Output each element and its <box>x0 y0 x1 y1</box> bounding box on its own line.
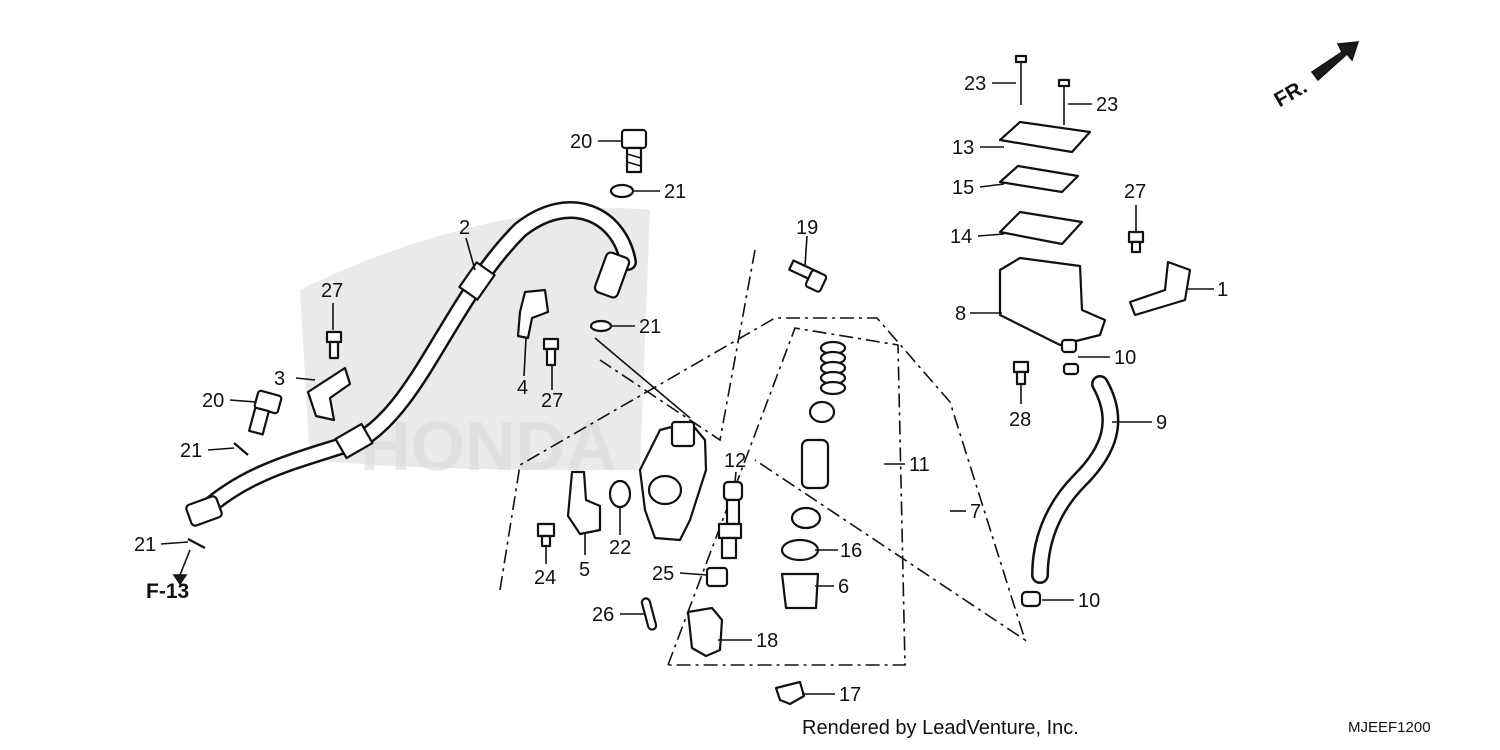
circlip <box>780 538 820 562</box>
callout-25: 25 <box>652 563 674 585</box>
front-label: FR. <box>1270 75 1311 112</box>
bolt-27-right <box>1127 230 1145 254</box>
hose-clip-top <box>1060 338 1078 354</box>
assembly-group-boundary <box>499 317 1027 642</box>
hose-clip-bottom <box>1020 590 1042 608</box>
callout-24: 24 <box>534 567 556 589</box>
spring <box>819 340 847 396</box>
bolt-27-mid <box>542 337 560 367</box>
lock-nut <box>705 566 729 588</box>
callout-labels: 1 2 3 4 5 6 7 8 9 10 10 11 12 13 14 15 1… <box>134 73 1228 706</box>
callout-1: 1 <box>1217 279 1228 301</box>
diagram-code: MJEEF1200 <box>1348 719 1431 736</box>
bolt-27-left <box>325 330 343 360</box>
banjo-bolt-top <box>620 128 648 174</box>
callout-16: 16 <box>840 540 862 562</box>
callout-26: 26 <box>592 604 614 626</box>
sealing-washer-mid <box>589 319 613 333</box>
bolt-group-boundary <box>599 249 756 442</box>
callout-5: 5 <box>579 559 590 581</box>
reference-label: F-13 <box>146 580 189 603</box>
leader-lines <box>160 82 1214 695</box>
bolt-24 <box>536 522 556 548</box>
reservoir-screw-2 <box>1057 78 1071 125</box>
callout-20-top: 20 <box>570 131 592 153</box>
banjo-bolt-left <box>248 389 283 436</box>
callout-4: 4 <box>517 377 528 399</box>
callout-10-top: 10 <box>1114 347 1136 369</box>
o-ring <box>608 479 632 509</box>
callout-21-left: 21 <box>180 440 202 462</box>
callout-19: 19 <box>796 217 818 239</box>
callout-13: 13 <box>952 137 974 159</box>
callout-21-top: 21 <box>664 181 686 203</box>
secondary-cup <box>790 506 822 530</box>
callout-14: 14 <box>950 226 972 248</box>
cylinder-bore <box>647 474 683 506</box>
callout-11: 11 <box>909 454 930 476</box>
pivot-bolt <box>788 259 828 293</box>
callout-3: 3 <box>274 368 285 390</box>
reservoir-hose <box>1031 375 1120 584</box>
callout-27-left: 27 <box>321 280 343 302</box>
callout-28: 28 <box>1009 409 1031 431</box>
hose-guide <box>516 288 550 340</box>
bolt-28 <box>1012 360 1030 386</box>
callout-22: 22 <box>609 537 631 559</box>
cotter-pin <box>640 597 658 631</box>
hose-clamp <box>306 366 352 422</box>
hose-joint <box>566 470 602 536</box>
primary-cup <box>808 400 836 424</box>
reservoir-stay <box>1128 260 1192 317</box>
brake-hose <box>185 201 637 527</box>
callout-27-right: 27 <box>1124 181 1146 203</box>
diaphragm-plate <box>998 164 1080 194</box>
push-rod-joint <box>686 606 724 658</box>
callout-6: 6 <box>838 576 849 598</box>
callout-23-left: 23 <box>964 73 986 95</box>
push-rod <box>717 480 744 560</box>
boot <box>780 572 820 610</box>
callout-12: 12 <box>724 450 746 472</box>
callout-15: 15 <box>952 177 974 199</box>
washer-bottom <box>187 538 206 549</box>
callout-7: 7 <box>970 501 981 523</box>
cylinder-inlet <box>670 420 696 448</box>
callout-9: 9 <box>1156 412 1167 434</box>
callout-23-right: 23 <box>1096 94 1118 116</box>
callout-18: 18 <box>756 630 778 652</box>
washer-left <box>233 442 249 456</box>
callout-2: 2 <box>459 217 470 239</box>
front-direction-arrow: FR. <box>1270 41 1360 112</box>
reservoir-tank <box>998 256 1107 347</box>
callout-20-left: 20 <box>202 390 224 412</box>
callout-21-bottom: 21 <box>134 534 156 556</box>
sealing-washer-top <box>609 183 635 199</box>
reservoir-cap <box>998 120 1092 154</box>
credit-text: Rendered by LeadVenture, Inc. <box>802 717 1079 739</box>
callout-21-mid: 21 <box>639 316 661 338</box>
piston-set-boundary <box>667 327 906 666</box>
diaphragm <box>998 210 1084 246</box>
reference-arrow-icon <box>172 574 188 586</box>
callout-8: 8 <box>955 303 966 325</box>
hose-clip-mid <box>1062 362 1080 376</box>
joint-pin <box>774 680 806 706</box>
callout-27-mid: 27 <box>541 390 563 412</box>
callout-17: 17 <box>839 684 861 706</box>
reservoir-screw-1 <box>1014 54 1028 105</box>
callout-10-bottom: 10 <box>1078 590 1100 612</box>
piston <box>800 438 830 490</box>
